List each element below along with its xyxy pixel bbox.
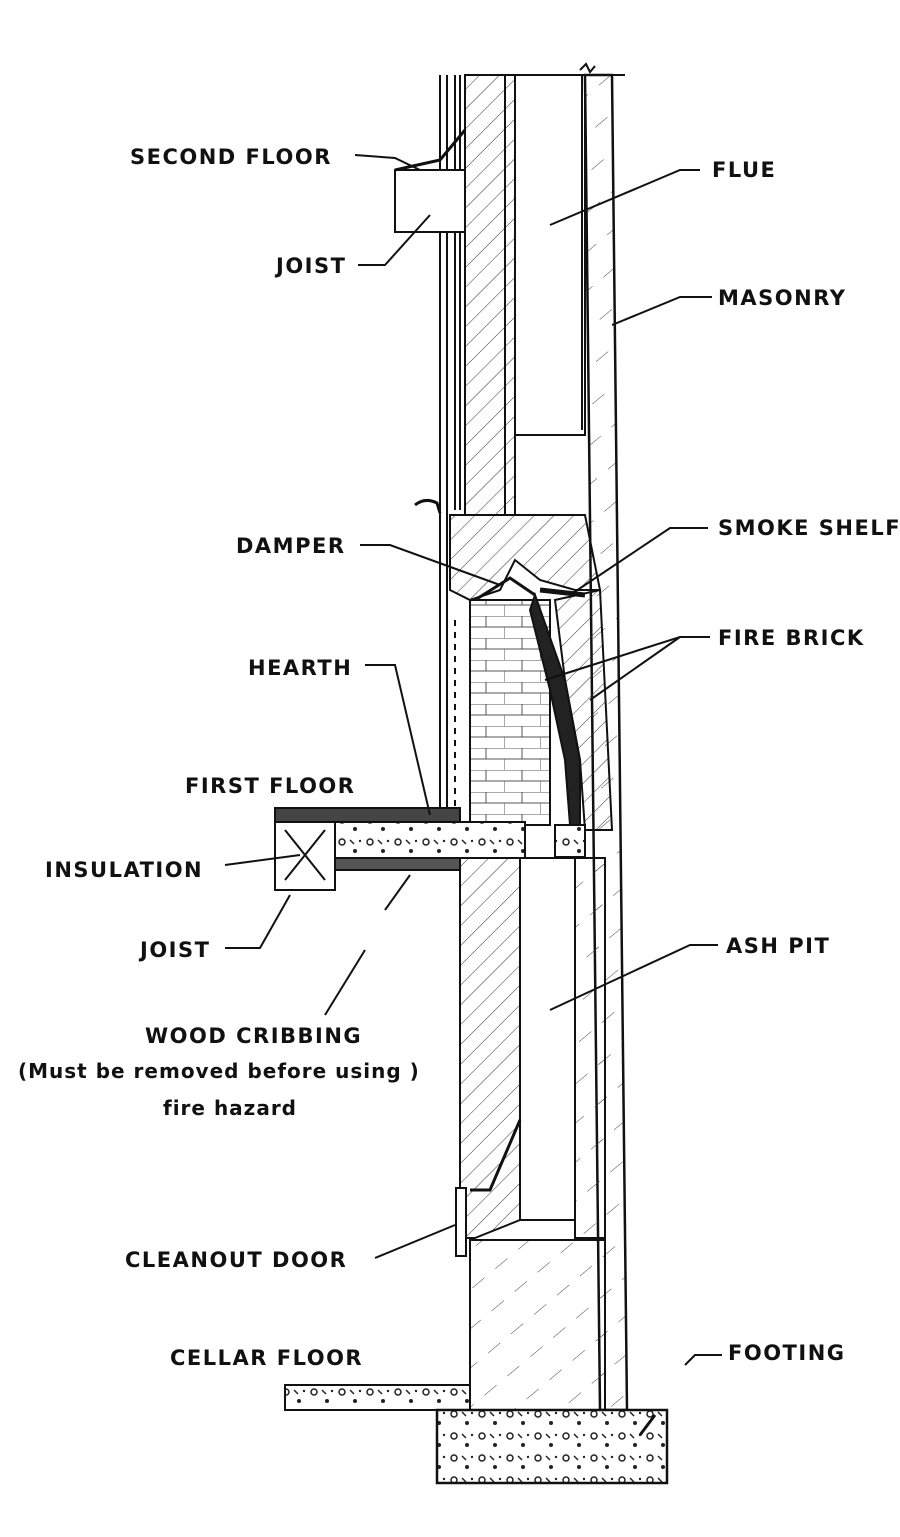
label-cellar-floor: CELLAR FLOOR xyxy=(170,1346,363,1370)
hearth-slab xyxy=(334,821,526,859)
flue xyxy=(514,74,586,436)
cellar-floor xyxy=(284,1384,471,1411)
label-smoke-shelf: SMOKE SHELF xyxy=(718,516,900,540)
first-floor-hearth xyxy=(274,807,586,891)
wall-framing xyxy=(394,75,467,820)
firebox xyxy=(454,588,614,831)
wood-cribbing xyxy=(334,857,461,871)
label-wood-cribbing-note: (Must be removed before using ) xyxy=(18,1059,420,1083)
label-joist-lower: JOIST xyxy=(138,938,210,962)
label-insulation: INSULATION xyxy=(45,858,203,882)
ash-pit xyxy=(519,857,576,1221)
label-masonry: MASONRY xyxy=(718,286,846,310)
label-ash-pit: ASH PIT xyxy=(726,934,830,958)
label-wood-cribbing: WOOD CRIBBING xyxy=(145,1024,362,1048)
label-flue: FLUE xyxy=(712,158,776,182)
footing xyxy=(435,1408,669,1485)
label-fire-brick: FIRE BRICK xyxy=(718,626,865,650)
label-cleanout-door: CLEANOUT DOOR xyxy=(125,1248,347,1272)
label-first-floor: FIRST FLOOR xyxy=(185,774,355,798)
damper-region xyxy=(449,514,602,602)
leader-lines xyxy=(224,154,722,1436)
label-hearth: HEARTH xyxy=(248,656,352,680)
chimney-base xyxy=(469,1239,606,1411)
label-joist-upper: JOIST xyxy=(274,254,346,278)
second-floor-joist xyxy=(394,169,466,233)
label-damper: DAMPER xyxy=(236,534,346,558)
label-second-floor: SECOND FLOOR xyxy=(130,145,332,169)
label-footing: FOOTING xyxy=(728,1341,846,1365)
ash-pit-section xyxy=(455,857,606,1411)
label-fire-hazard: fire hazard xyxy=(163,1096,297,1120)
cleanout-door xyxy=(455,1187,467,1257)
